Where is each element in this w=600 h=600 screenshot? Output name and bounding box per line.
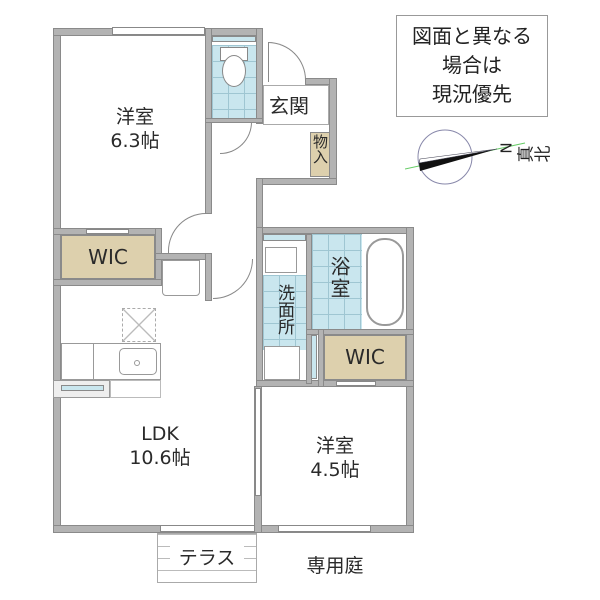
wic-2: [324, 335, 406, 380]
ldk-size: 10.6帖: [129, 447, 191, 469]
true-north-label: 真北: [516, 146, 551, 167]
terrace-label: テラス: [170, 546, 244, 570]
washroom-label: 洗面所: [274, 284, 294, 335]
room2-name: 洋室: [315, 435, 354, 457]
sliding-door-room2[interactable]: [255, 388, 261, 496]
ldk-label: LDK 10.6帖: [115, 422, 205, 470]
wall-hall-right: [256, 178, 263, 233]
storage-label: 物入: [311, 134, 329, 164]
room2-label: 洋室 4.5帖: [295, 434, 375, 482]
wall-wic1-bottom: [53, 279, 162, 286]
compass-icon: [404, 129, 526, 185]
door-wic2[interactable]: [336, 381, 376, 386]
range-hood: [122, 308, 156, 342]
wall-bath-top: [256, 227, 413, 234]
wall-wash-bath: [306, 234, 312, 384]
fridge-space: [162, 260, 200, 296]
hall-door-1[interactable]: [168, 213, 206, 253]
hall-door-2[interactable]: [213, 259, 253, 299]
window-room1-top: [112, 27, 205, 35]
wall-storage-bottom: [256, 178, 337, 185]
toilet-door[interactable]: [220, 122, 252, 154]
wall-wic1-ledge: [155, 253, 212, 260]
bathtub: [366, 238, 404, 326]
wic-1-label: WIC: [88, 245, 128, 269]
wash-bath-door[interactable]: [311, 335, 317, 379]
entrance-label: 玄関: [269, 94, 309, 118]
window-room2-bottom: [278, 525, 371, 532]
wall-hall-mid: [205, 253, 212, 301]
notice-line-3: 現況優先: [432, 82, 512, 106]
kitchen-shelf: [61, 385, 104, 391]
wash-basin: [265, 247, 297, 273]
storage: [310, 132, 330, 177]
wall-bath-wic2: [306, 329, 414, 335]
sink-drain: [134, 360, 140, 366]
wall-wic2-left: [318, 329, 324, 387]
washroom: [263, 275, 306, 350]
north-label: N: [497, 142, 516, 154]
bathroom-label: 浴室: [327, 256, 351, 300]
window-ldk-bottom: [160, 525, 255, 532]
wall-entrance-right: [329, 78, 337, 185]
wall-washroom-left: [256, 227, 263, 387]
entrance-door[interactable]: [268, 42, 306, 82]
room1-label: 洋室 6.3帖: [95, 105, 175, 153]
entrance-area: [263, 85, 329, 125]
bathroom: [312, 234, 362, 329]
ldk-name: LDK: [141, 423, 179, 445]
wall-top-toilet: [205, 28, 262, 36]
room1-size: 6.3帖: [110, 130, 160, 152]
wic-1: [61, 235, 155, 279]
washroom-shelf: [263, 234, 306, 241]
wall-toilet-right: [256, 28, 263, 124]
notice-line-1: 図面と異なる: [412, 24, 532, 48]
notice-box: 図面と異なる 場合は 現況優先: [396, 15, 548, 117]
washing-machine: [264, 346, 300, 380]
private-garden-label: 専用庭: [306, 555, 364, 577]
window-wic1: [86, 229, 129, 234]
compass: N 真北: [404, 125, 555, 195]
wall-room2-top: [256, 380, 414, 387]
room2-size: 4.5帖: [310, 459, 360, 481]
kitchen-lower: [110, 380, 161, 398]
room1-name: 洋室: [115, 106, 154, 128]
kitchen-counter-divider: [93, 343, 94, 380]
toilet-shelf: [212, 36, 256, 42]
toilet-bowl: [222, 55, 246, 87]
wic-2-label: WIC: [345, 345, 385, 369]
notice-line-2: 場合は: [442, 53, 502, 77]
